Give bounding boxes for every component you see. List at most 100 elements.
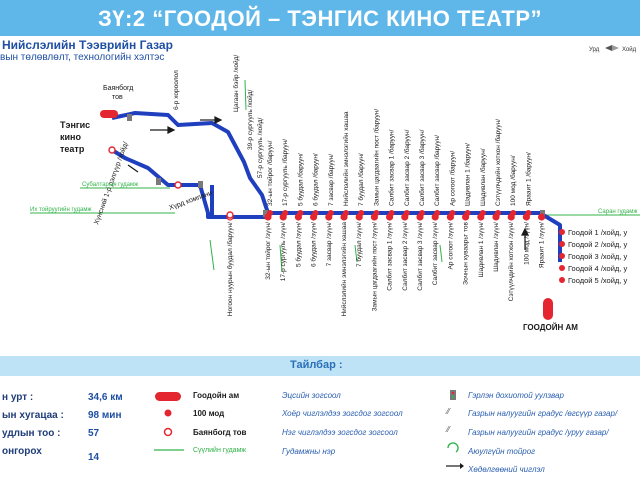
- stop-label-lower: 32-ын тойрог /зүүн/: [264, 222, 272, 280]
- org-dept: вын төлөвлөлт, технологийн хэлтэс: [0, 52, 165, 63]
- stat-length-label: н урт :: [2, 392, 34, 403]
- stop-marker: [340, 213, 348, 221]
- stop-marker-one-way: [226, 211, 234, 219]
- stop-label-lower: Нийслэлийн эмнэлэгийн хашаа: [340, 222, 348, 317]
- labels-upper: 6-р хороолол Цагаан бэйр /хойд/39-р сургу…: [173, 55, 532, 206]
- stop-marker: [559, 265, 565, 271]
- stat-stops-value: 57: [88, 428, 100, 439]
- stop-marker: [264, 213, 272, 221]
- stop-label-upper: 57-р сургууль /хойд/: [256, 117, 264, 178]
- signal-icon: [540, 210, 545, 217]
- legend-roundabout-desc: Аюулгүйн тойрог: [468, 447, 536, 456]
- stop-marker: [559, 241, 565, 247]
- legend-stop-one-symbol: [163, 427, 173, 437]
- stop-marker: [294, 213, 302, 221]
- stop-marker-one-way: [174, 181, 182, 189]
- stop-label-lower: Шадивлан /зүүн/: [493, 222, 500, 272]
- stop-marker: [477, 213, 485, 221]
- stop-marker: [507, 213, 515, 221]
- stat-stops-label: удлын тоо :: [2, 428, 61, 439]
- legend-stop-both-symbol: [164, 409, 172, 417]
- arrow-head-icon: [214, 116, 223, 124]
- legend-symbol-stop-one-label: Баянбогд тов: [193, 428, 247, 437]
- stop-label-lower: 7 буудал /зүүн/: [355, 222, 363, 267]
- legend-slope-down-desc: Газрын налуугийн градус /уруу газар/: [468, 428, 609, 437]
- street-label: тов: [112, 94, 123, 101]
- terminal-start-label-3: театр: [60, 144, 85, 154]
- signal-icon: [156, 178, 161, 185]
- terminal-start-label-2: кино: [60, 132, 81, 142]
- legend-symbol-stop-both-label: 100 мод: [193, 409, 225, 418]
- title-bar: [0, 0, 640, 36]
- traffic-signals: [127, 114, 545, 217]
- stop-label-lower: Замын цагдаагийн пост /зүүн/: [370, 222, 378, 312]
- stop-marker: [355, 213, 363, 221]
- street-connector-4: [209, 239, 215, 271]
- stop-marker-one-way: [108, 146, 116, 154]
- compass-west-label: Урд: [589, 47, 600, 53]
- stop-marker: [401, 213, 409, 221]
- direction-arrows: [127, 116, 529, 250]
- stop-label-lower: Шадивлан 1 /зүүн/: [478, 222, 485, 277]
- stop-label-lower: Салбит засвар 2 /зүүн/: [401, 222, 409, 291]
- stop-marker: [492, 213, 500, 221]
- legend-symbol-terminal-label: Гоодойн ам: [193, 391, 240, 400]
- legend-terminal-symbol: [155, 392, 181, 401]
- stop-label-lower: 100 мод /зүүн/: [523, 222, 530, 265]
- stop-marker: [462, 213, 470, 221]
- legend-direction-desc: Хөдөлгөөний чиглэл: [468, 465, 545, 474]
- route-map: 6-р хороолол Цагаан бэйр /хойд/39-р сургу…: [30, 45, 640, 332]
- signal-icon: [127, 114, 132, 121]
- stop-label-upper: 7 буудал /баруун/: [357, 153, 365, 206]
- stat-duration-label: ын хугацаа :: [2, 410, 64, 421]
- stops-lower: [108, 146, 546, 221]
- stop-label-upper: Ар согоот /баруун/: [448, 151, 456, 206]
- stat-crossings-value: 14: [88, 452, 100, 463]
- street-label: Баянбогд: [103, 84, 133, 92]
- stop-marker: [310, 213, 318, 221]
- stop-label-end: Гоодой 1 /хойд, у: [568, 228, 627, 237]
- stop-label-upper: 7 засвар /баруун/: [327, 154, 335, 206]
- stop-label-upper: 32-ын тойрог /баруун/: [266, 140, 274, 206]
- legend-one-way-stop-desc: Нэг чиглэлдээ зогсдог зогсоол: [282, 428, 398, 437]
- legend-slope-up-desc: Газрын налуугийн градус /өгсүүр газар/: [468, 409, 618, 418]
- terminal-end-marker: [543, 298, 553, 320]
- route-return: [110, 148, 268, 219]
- arrow-head-icon: [521, 227, 529, 236]
- slope-down-icon: ⁄⁄: [445, 425, 451, 434]
- stop-label-upper: Салбит засвар 1 /баруун/: [388, 129, 396, 206]
- legend-traffic-light-desc: Гэрлэн дохиотой уулзвар: [468, 391, 564, 400]
- stop-label-upper: Салбит засвар 2 /баруун/: [403, 129, 411, 206]
- stop-label-upper: Цагаан бэйр /хойд/: [232, 55, 240, 112]
- stop-label-upper: Ярааит 1 /баруун/: [524, 152, 532, 206]
- stop-marker: [386, 213, 394, 221]
- stop-label-upper: 39-р сургууль /хойд/: [246, 89, 254, 150]
- stop-label-lower: Салбит засвар 1 /зүүн/: [386, 222, 394, 291]
- stop-label-upper: Замын цагдаагийн пост /баруун/: [372, 109, 380, 206]
- arrow-head-icon: [167, 126, 176, 134]
- street-connector-1: [279, 244, 283, 273]
- legend-title: Тайлбар :: [290, 359, 343, 371]
- stop-marker: [325, 213, 333, 221]
- traffic-light-icon: [450, 390, 456, 400]
- map-title: ЗҮ:2 “ГООДОЙ – ТЭНГИС КИНО ТЕАТР”: [98, 6, 542, 31]
- stat-crossings-label: онгорох: [2, 446, 42, 457]
- org-name: Нийслэлийн Тээврийн Газар: [2, 38, 173, 52]
- stop-marker: [446, 213, 454, 221]
- legend-street-name-desc: Гудамжны нэр: [282, 447, 336, 456]
- stop-label-upper: Салбит засвар /баруун/: [433, 135, 441, 206]
- legend-area: [0, 376, 640, 480]
- street-label-green: Их тойруугийн гудамж: [30, 206, 91, 213]
- stop-label-upper: 6-р хороолол: [173, 70, 180, 110]
- street-label-green: Субалтарын гудамж: [82, 182, 138, 188]
- street-connector-3: [244, 79, 247, 111]
- legend-terminal-stop-desc: Эцсийн зогсоол: [282, 391, 341, 400]
- stop-marker: [559, 229, 565, 235]
- stop-label-upper: Нийслэлийн эмнэлэгийн хашаа: [342, 111, 350, 206]
- stop-label-lower: Салбит засвар 3 /зүүн/: [416, 222, 424, 291]
- stop-label-upper: 6 буудал /баруун/: [312, 153, 320, 206]
- stop-label-upper: Салбит засвар 3 /баруун/: [418, 129, 426, 206]
- stat-duration-value: 98 мин: [88, 410, 122, 421]
- stop-label-lower: Ногоон нуурын буудал /баруун/: [226, 222, 234, 316]
